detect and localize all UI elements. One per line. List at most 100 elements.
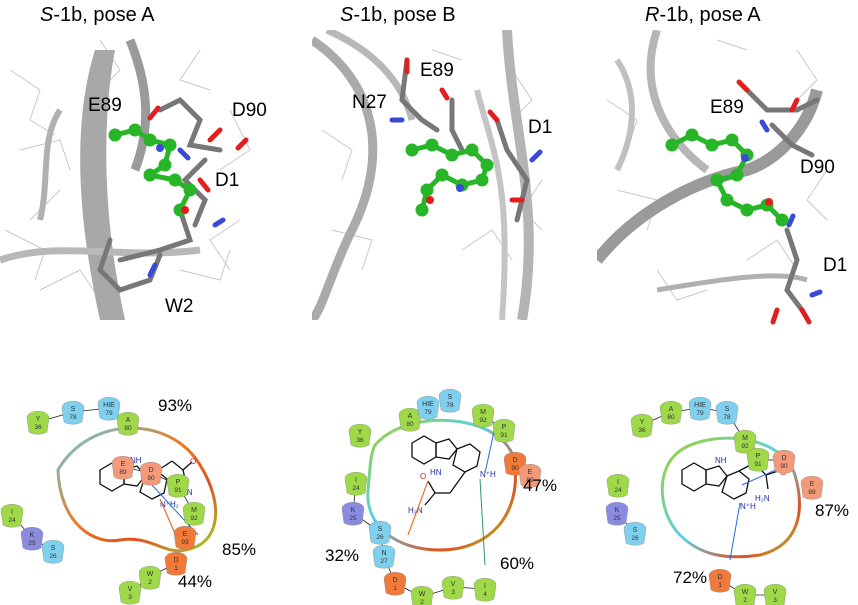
residue-number: 4	[483, 591, 487, 598]
atom-h2n-r: H₂N	[755, 494, 770, 503]
interaction-diagram-s1b-pose-a: NH N⁺H₂ O H₂N Y36S78HIE79A80E89D90P91M92…	[0, 397, 218, 605]
panel-title-r1b-pose-a: R-1b, pose A	[645, 4, 761, 26]
residue-chip: E89	[518, 464, 542, 488]
residue-number: 1	[718, 582, 722, 589]
residue-chip: W2	[733, 584, 757, 605]
residue-name: E	[810, 481, 815, 488]
residue-number: 36	[356, 437, 364, 444]
residue-name: I	[11, 509, 13, 516]
residue-number: 3	[451, 589, 455, 596]
residue-number: 79	[696, 410, 704, 417]
residue-name: V	[451, 581, 456, 588]
residue-chip: P91	[492, 419, 516, 443]
residue-label-e89-b: E89	[420, 60, 454, 81]
residue-name: I	[484, 583, 486, 590]
residue-chip: N27	[372, 545, 396, 569]
interaction-diagram-r1b-pose-a: NH N⁺H O H₂N Y36A80HIE79S78M92P91D90I24E…	[605, 397, 824, 605]
residue-name: HIE	[694, 402, 706, 409]
residue-name: K	[351, 507, 356, 514]
percent-d1-r1b-a: 72%	[673, 568, 708, 587]
percent-n27-s1b-b: 32%	[325, 546, 360, 565]
percent-w2-s1b-a: 44%	[178, 572, 213, 591]
residue-name: S	[725, 406, 730, 413]
panel-title-s1b-pose-b: S-1b, pose B	[340, 4, 456, 26]
residue-chip: I24	[0, 504, 24, 528]
residue-name: HIE	[422, 401, 434, 408]
residue-chip: E89	[111, 456, 135, 480]
residue-name: A	[669, 406, 674, 413]
percent-e89-s1b-b: 47%	[523, 476, 558, 495]
residue-chip: S26	[41, 540, 65, 564]
residue-chip: V3	[441, 576, 465, 600]
residue-number: 79	[105, 410, 113, 417]
atom-nh: NH	[130, 456, 142, 465]
residue-number: 27	[380, 558, 388, 565]
residue-number: 89	[119, 469, 127, 476]
residue-chip: Y36	[348, 424, 372, 448]
residue-chip: S26	[368, 521, 392, 545]
residue-name: K	[615, 507, 620, 514]
residue-number: 92	[190, 515, 198, 522]
percent-i4-s1b-b: 60%	[500, 554, 535, 573]
residue-chip: I24	[606, 474, 630, 498]
residue-chip: V3	[763, 584, 787, 605]
residue-name: I	[355, 477, 357, 484]
residue-chip: A80	[116, 412, 140, 436]
residue-name: I	[617, 479, 619, 486]
residue-chip: D90	[139, 462, 163, 486]
residue-name: W	[147, 571, 154, 578]
residue-number: 2	[743, 597, 747, 604]
residue-name: A	[126, 417, 131, 424]
residue-name: E	[183, 531, 188, 538]
residue-number: 2	[420, 599, 424, 605]
residue-number: 80	[124, 425, 132, 432]
residue-chip: E93	[173, 526, 197, 550]
residue-number: 24	[8, 517, 16, 524]
residue-chip: D1	[164, 552, 188, 576]
residue-number: 90	[780, 463, 788, 470]
residue-label-n27: N27	[352, 92, 387, 113]
residue-name: W	[419, 591, 426, 598]
residue-label-d90-r: D90	[800, 157, 835, 178]
residue-number: 36	[34, 424, 42, 431]
percent-e89-s1b-a: 93%	[158, 396, 193, 415]
residue-name: N	[381, 550, 386, 557]
residue-name: P	[756, 453, 761, 460]
percent-e89-r1b-a: 87%	[815, 501, 850, 520]
residue-number: 89	[808, 489, 816, 496]
atom-h2n-b: H₂N	[408, 506, 423, 515]
residue-number: 25	[28, 540, 36, 547]
residue-number: 1	[393, 585, 397, 592]
residue-number: 1	[174, 565, 178, 572]
percent-d1-s1b-a: 85%	[222, 540, 257, 559]
residue-name: D	[148, 467, 153, 474]
residue-label-w2: W2	[165, 296, 194, 317]
residue-name: Y	[640, 419, 645, 426]
residue-chip: A80	[398, 408, 422, 432]
residue-number: 3	[128, 594, 132, 601]
residue-chip: M92	[182, 502, 206, 526]
residue-number: 78	[446, 402, 454, 409]
residue-name: S	[378, 526, 383, 533]
residue-chip: P91	[746, 448, 770, 472]
residue-number: 25	[349, 515, 357, 522]
residue-number: 90	[511, 465, 519, 472]
pose-render-r1b-pose-a	[597, 30, 858, 330]
residue-name: D	[173, 557, 178, 564]
atom-o: O	[190, 457, 196, 466]
residue-chip: S78	[438, 389, 462, 413]
residue-name: HIE	[103, 402, 115, 409]
residue-chip: K25	[20, 527, 44, 551]
residue-chip: D90	[772, 450, 796, 474]
residue-number: 91	[754, 461, 762, 468]
pose-render-s1b-pose-a	[0, 30, 270, 320]
residue-number: 91	[174, 487, 182, 494]
residue-name: E	[528, 469, 533, 476]
residue-chip: M92	[471, 404, 495, 428]
atom-hn-b: HN	[430, 468, 442, 477]
residue-chip: S78	[715, 401, 739, 425]
residue-chip: D1	[383, 572, 407, 596]
residue-label-d1: D1	[215, 170, 240, 191]
residue-name: D	[781, 455, 786, 462]
